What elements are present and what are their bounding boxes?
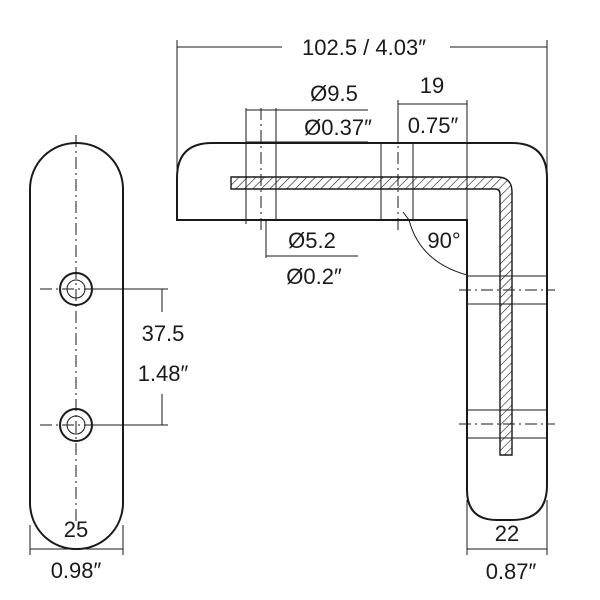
front-view: 37.5 1.48″ 25 0.98″ [29,135,200,583]
hole-spacing-in-label: 1.48″ [138,361,189,386]
leg-width-mm-label: 22 [495,521,519,546]
hole-spacing-dimension: 37.5 1.48″ [96,288,200,426]
depth-mm-label: 19 [420,73,444,98]
vertical-leg-holes [459,275,555,439]
overall-length-dimension: 102.5 / 4.03″ [176,30,548,172]
width-mm-label: 25 [64,517,88,542]
width-dimension: 25 0.98″ [29,517,124,583]
upper-hole [59,272,93,306]
large-hole-dimension: Ø9.5 Ø0.37″ [245,81,372,143]
small-hole-mm-label: Ø5.2 [288,228,336,253]
bent-sheet-metal-section [230,176,513,456]
angle-label: 90° [427,228,460,253]
side-view-outline [176,142,548,521]
large-hole-mm-label: Ø9.5 [310,81,358,106]
overall-length-label: 102.5 / 4.03″ [302,35,426,60]
large-hole-section [245,108,277,232]
small-hole-dimension: Ø5.2 Ø0.2″ [245,220,358,289]
width-in-label: 0.98″ [51,558,102,583]
leg-width-dimension: 22 0.87″ [466,500,548,584]
angle-dimension: 90° [402,211,468,276]
hole-spacing-mm-label: 37.5 [142,321,185,346]
large-hole-in-label: Ø0.37″ [304,115,372,140]
side-view: 102.5 / 4.03″ Ø9.5 Ø0.37″ 19 0.75″ Ø5.2 … [176,30,555,584]
leg-width-in-label: 0.87″ [486,559,537,584]
depth-in-label: 0.75″ [408,113,459,138]
lower-hole [59,408,93,442]
small-hole-in-label: Ø0.2″ [286,264,342,289]
depth-dimension: 19 0.75″ [397,73,468,275]
